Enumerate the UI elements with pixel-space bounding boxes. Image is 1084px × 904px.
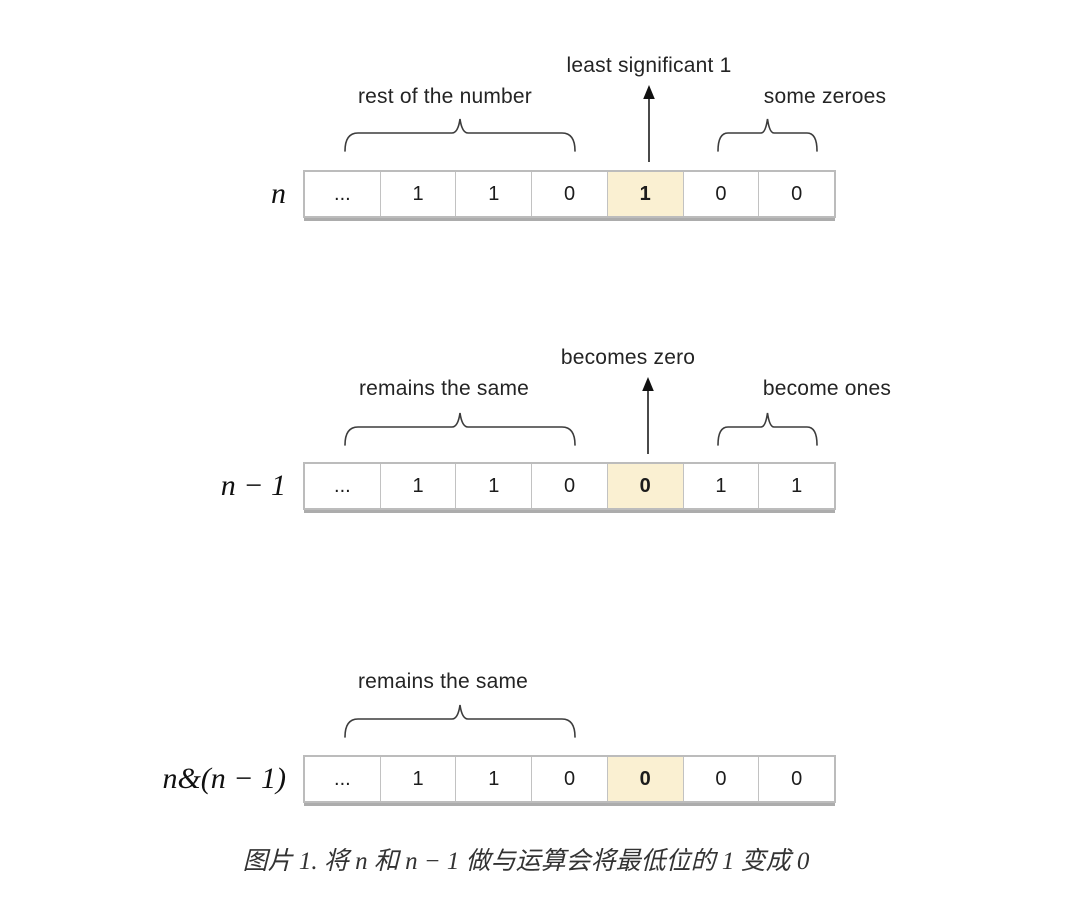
row-label-n-and-n-minus-1: n&(n − 1) bbox=[162, 762, 286, 795]
bit-cell: 1 bbox=[381, 757, 457, 801]
brace-label-remains-same: remains the same bbox=[358, 377, 530, 400]
figure-caption: 图片 1. 将 n 和 n − 1 做与运算会将最低位的 1 变成 0 bbox=[242, 848, 810, 875]
bit-cell: 1 bbox=[684, 464, 760, 508]
bit-cell: 1 bbox=[456, 172, 533, 216]
row-label-n: n bbox=[271, 177, 286, 210]
bit-table-n-minus-1: ... 1 1 0 0 1 1 bbox=[303, 462, 836, 510]
overbrace-left-icon bbox=[344, 412, 576, 446]
brace-label-remains-same: remains the same bbox=[357, 670, 529, 693]
bit-cell: ... bbox=[305, 464, 381, 508]
bit-cell: 1 bbox=[456, 464, 533, 508]
overbrace-left-icon bbox=[344, 704, 576, 738]
brace-label-rest-of-number: rest of the number bbox=[357, 85, 533, 108]
bit-cell: 0 bbox=[532, 172, 608, 216]
bit-cell: 1 bbox=[791, 474, 803, 497]
arrow-label-least-significant-1: least significant 1 bbox=[566, 54, 732, 77]
bit-cell: 0 bbox=[532, 757, 608, 801]
bit-table-n-and-n-minus-1: ... 1 1 0 0 0 0 bbox=[303, 755, 836, 803]
bit-cell: 0 bbox=[684, 757, 760, 801]
overbrace-left-icon bbox=[344, 118, 576, 152]
bit-cell-highlighted: 0 bbox=[607, 757, 684, 801]
brace-label-some-zeroes: some zeroes bbox=[763, 85, 887, 108]
bit-cell: 1 bbox=[456, 757, 533, 801]
row-label-n-minus-1: n − 1 bbox=[220, 469, 286, 502]
up-arrow-icon bbox=[642, 377, 654, 454]
bit-cell: 0 bbox=[532, 464, 608, 508]
bit-cell: 1 bbox=[381, 172, 457, 216]
bit-table-n: ... 1 1 0 1 0 0 bbox=[303, 170, 836, 218]
brace-label-become-ones: become ones bbox=[762, 377, 892, 400]
overbrace-right-icon bbox=[717, 118, 818, 152]
bit-cell: 0 bbox=[791, 182, 803, 205]
bit-cell-highlighted: 0 bbox=[607, 464, 684, 508]
up-arrow-icon bbox=[643, 85, 655, 162]
bit-cell: 0 bbox=[791, 767, 803, 790]
arrow-label-becomes-zero: becomes zero bbox=[560, 346, 696, 369]
overbrace-right-icon bbox=[717, 412, 818, 446]
bit-cell-highlighted: 1 bbox=[607, 172, 684, 216]
bit-cell: 1 bbox=[381, 464, 457, 508]
bit-cell: 0 bbox=[684, 172, 760, 216]
bit-cell: ... bbox=[305, 757, 381, 801]
bit-cell: ... bbox=[305, 172, 381, 216]
